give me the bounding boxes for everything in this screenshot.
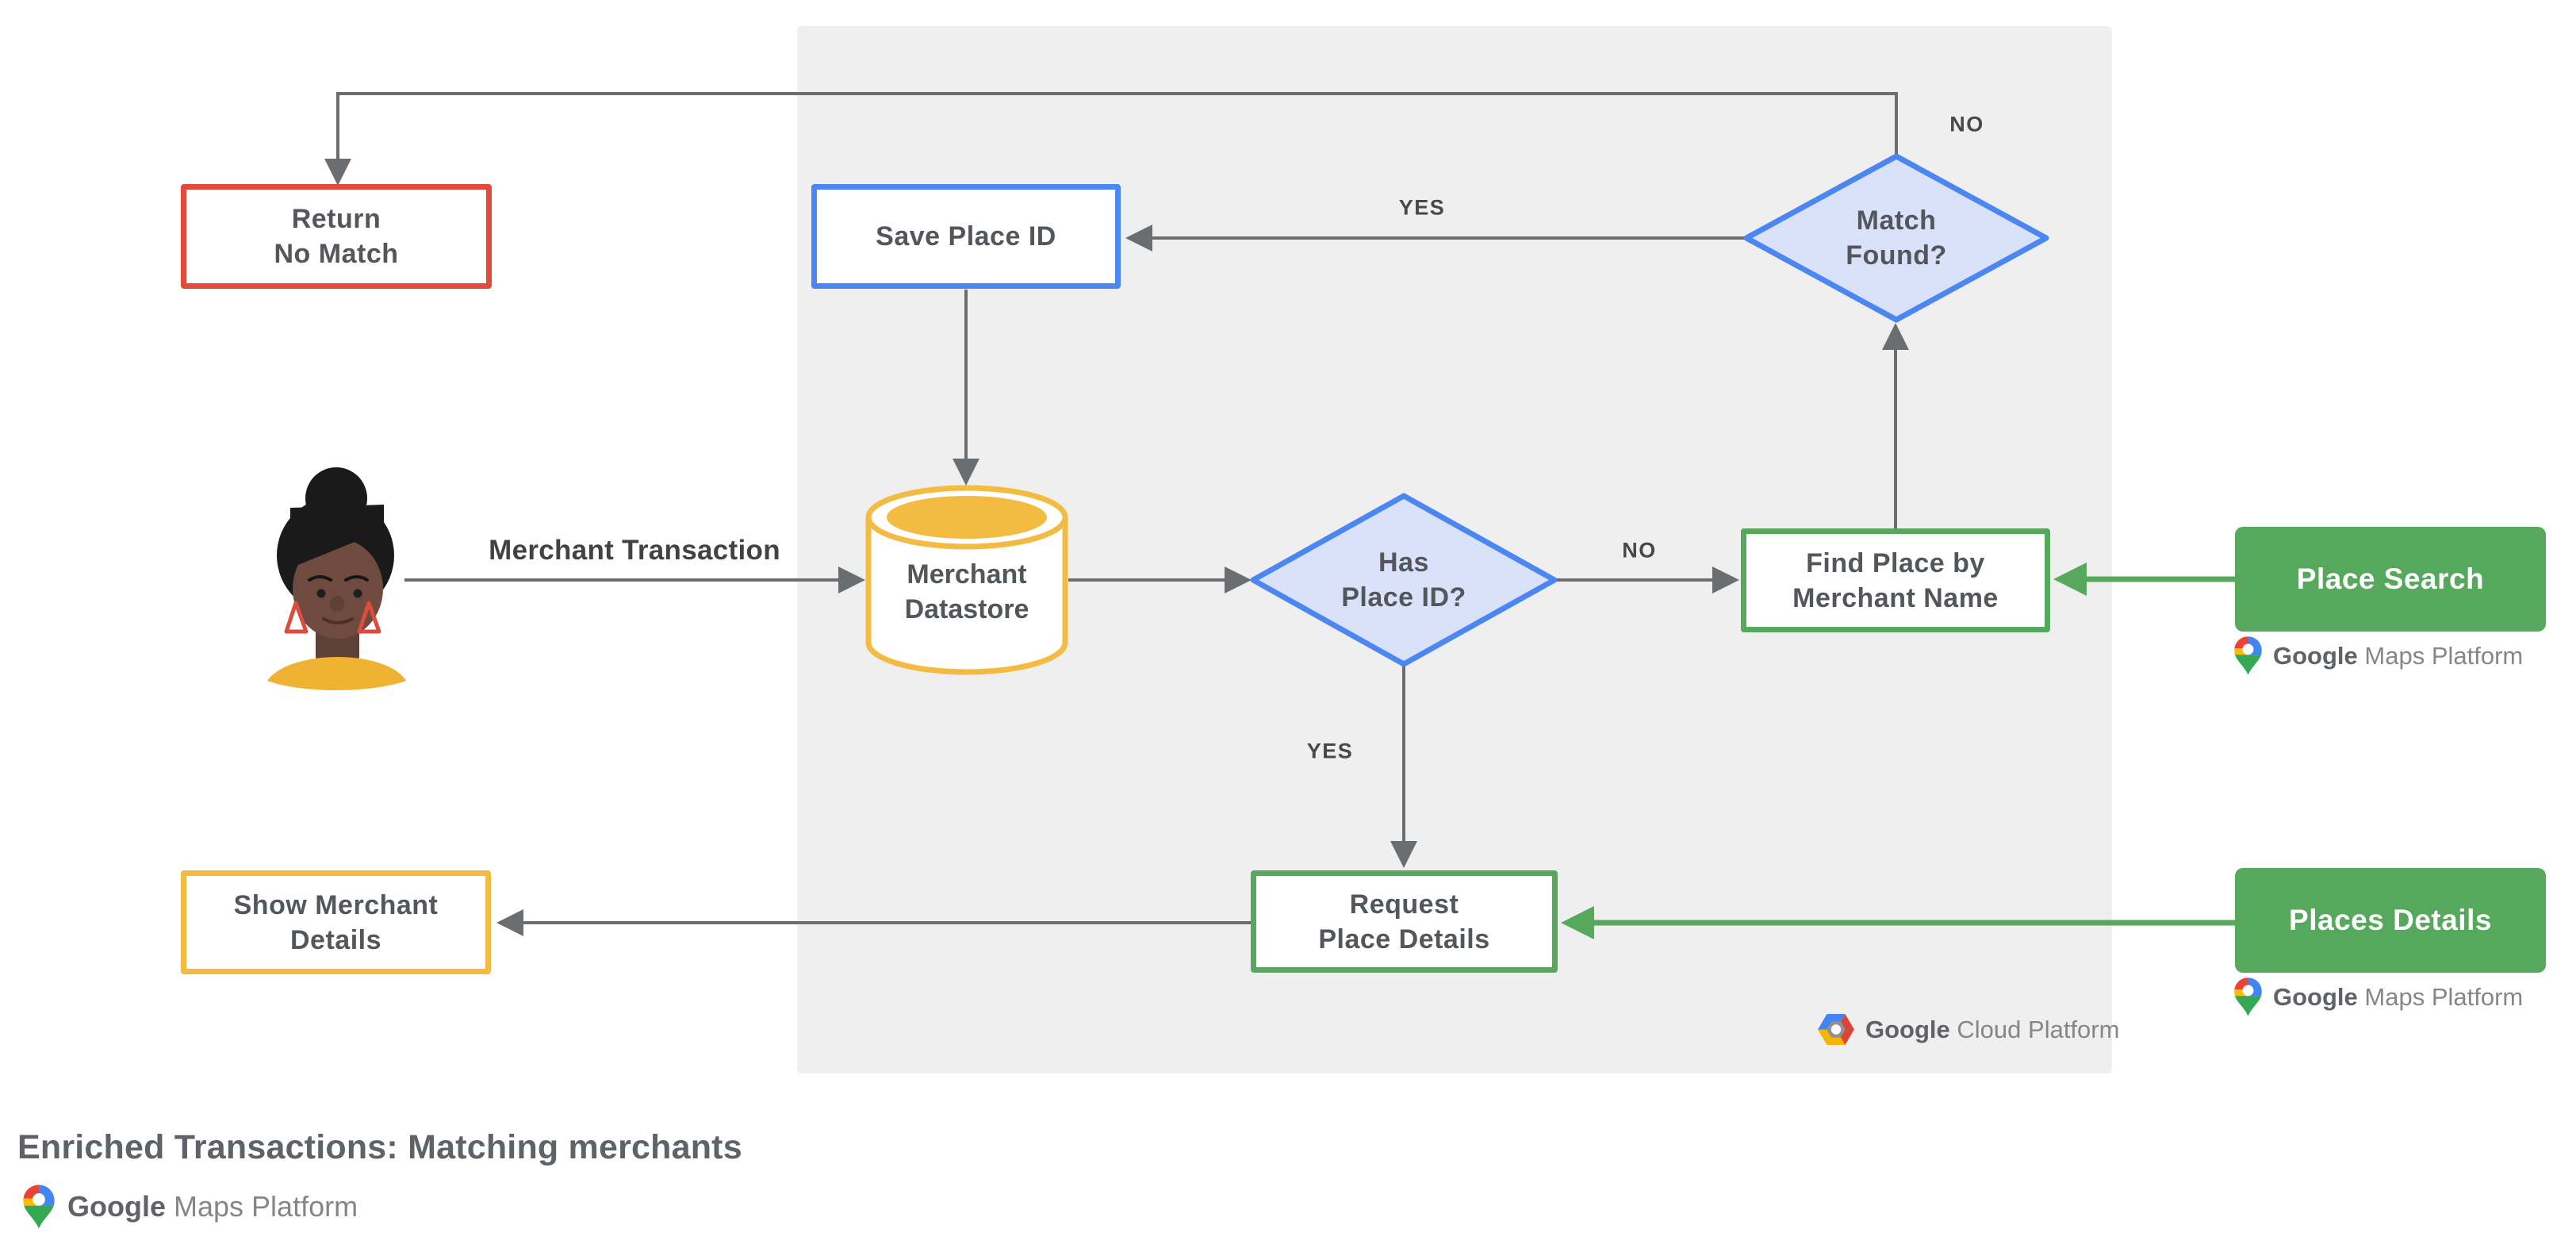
gmp-word-google: Google (2273, 982, 2358, 1011)
show-merchant-details-line2: Details (290, 924, 381, 955)
gray-connectors (336, 92, 1898, 924)
gcp-logo: Google Cloud Platform (1818, 1014, 2119, 1045)
diagram-title: Enriched Transactions: Matching merchant… (17, 1128, 742, 1166)
find-place-by-merchant-name-box: Find Place by Merchant Name (1741, 528, 2050, 632)
arrowhead-into-hasplaceid (1225, 566, 1252, 593)
request-place-details-box: Request Place Details (1251, 870, 1558, 973)
green-connectors (1561, 563, 2235, 939)
gmp-word-maps-platform: Maps Platform (2364, 641, 2524, 670)
place-search-api-box: Place Search (2235, 527, 2546, 632)
earring-right (357, 601, 381, 634)
return-no-match-line2: No Match (274, 239, 399, 269)
merchant-transaction-label: Merchant Transaction (489, 535, 780, 566)
has-place-id-line1: Has (1378, 547, 1429, 578)
match-found-yes-label: YES (1398, 195, 1446, 220)
match-found-line1: Match (1856, 205, 1937, 236)
user-avatar (267, 467, 406, 690)
has-place-id-line2: Place ID? (1341, 582, 1466, 613)
match-found-diamond (1743, 153, 2049, 323)
return-no-match-line1: Return (291, 204, 381, 234)
arrowhead-into-request (1390, 841, 1417, 868)
gmp-logo-text: Google Maps Platform (2273, 983, 2523, 1012)
request-place-details-line2: Place Details (1318, 924, 1490, 954)
google-maps-pin-icon (22, 1184, 56, 1230)
arrowhead-into-findplace (1712, 566, 1739, 593)
find-place-line1: Find Place by (1806, 547, 1985, 578)
merchant-datastore-cylinder (865, 485, 1068, 675)
arrowhead-into-datastore-left (838, 566, 865, 593)
gmp-logo-text: Google Maps Platform (67, 1190, 358, 1223)
google-maps-pin-icon (2233, 636, 2263, 676)
merchant-datastore-label: Merchant Datastore (905, 557, 1029, 627)
arrowhead-green-findplace (2053, 563, 2087, 596)
save-place-id-box: Save Place ID (811, 184, 1121, 289)
arrowhead-into-return (324, 159, 351, 186)
match-found-line2: Found? (1846, 240, 1947, 271)
earring-left (284, 601, 309, 634)
gray-arrowheads (324, 159, 1909, 936)
gcp-word-google: Google (1865, 1015, 1950, 1043)
gmp-word-maps-platform: Maps Platform (174, 1190, 358, 1223)
request-place-details-line1: Request (1349, 889, 1459, 920)
gmp-logo-place-search: Google Maps Platform (2233, 636, 2523, 676)
google-maps-pin-icon (2233, 977, 2263, 1017)
gmp-word-maps-platform: Maps Platform (2364, 982, 2524, 1011)
google-cloud-hexagon-icon (1818, 1014, 1854, 1045)
places-details-api-box: Places Details (2235, 868, 2546, 973)
arrowhead-into-datastore-top (953, 459, 979, 486)
gmp-logo-text: Google Maps Platform (2273, 642, 2523, 670)
find-place-line2: Merchant Name (1792, 582, 1999, 613)
save-place-id-label: Save Place ID (876, 221, 1056, 252)
places-details-label: Places Details (2289, 904, 2492, 936)
gmp-word-google: Google (2273, 641, 2358, 670)
gmp-logo-footer: Google Maps Platform (22, 1184, 358, 1230)
has-place-id-yes-label: YES (1306, 739, 1354, 763)
has-place-id-diamond (1250, 493, 1558, 667)
show-merchant-details-box: Show Merchant Details (181, 870, 491, 974)
merchant-datastore-line1: Merchant (907, 559, 1027, 590)
gmp-word-google: Google (67, 1190, 166, 1223)
edge-match-no-feedback (336, 92, 1898, 159)
match-found-label: Match Found? (1846, 203, 1947, 273)
arrowhead-into-save (1125, 225, 1152, 252)
merchant-datastore-line2: Datastore (904, 594, 1029, 624)
place-search-label: Place Search (2296, 563, 2485, 595)
has-place-id-label: Has Place ID? (1341, 545, 1466, 615)
arrowhead-green-request (1561, 906, 1594, 939)
match-found-no-label: NO (1949, 112, 1984, 136)
has-place-id-no-label: NO (1622, 538, 1657, 563)
gmp-logo-places-details: Google Maps Platform (2233, 977, 2523, 1017)
arrowhead-into-matchfound (1882, 323, 1909, 350)
arrowhead-into-show (496, 909, 523, 936)
return-no-match-box: Return No Match (181, 184, 492, 289)
show-merchant-details-line1: Show Merchant (233, 889, 439, 920)
gcp-word-cloud-platform: Cloud Platform (1957, 1015, 2120, 1043)
gcp-logo-text: Google Cloud Platform (1865, 1016, 2119, 1044)
